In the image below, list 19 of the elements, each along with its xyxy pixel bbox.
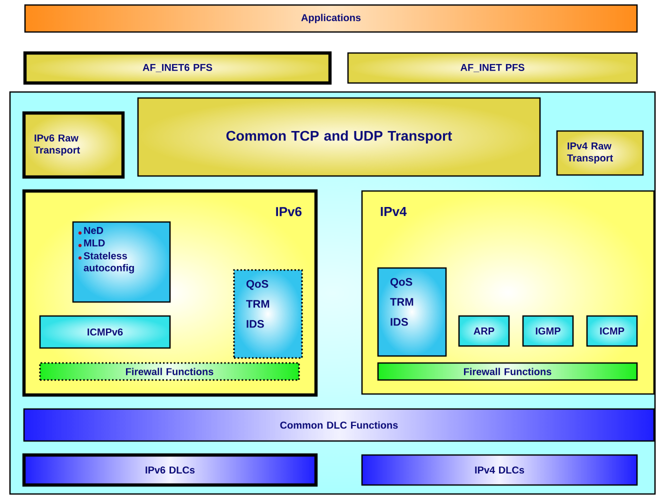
module-box: IPv6 Raw Transport	[22, 111, 125, 179]
feature-box: QoS TRM IDS	[233, 269, 303, 359]
layer-bar: AF_INET PFS	[347, 52, 638, 84]
module-box: ARP	[458, 315, 510, 347]
feature-box: QoS TRM IDS	[377, 267, 447, 357]
layer-bar: Applications	[24, 4, 638, 33]
dlc-bar: Common DLC Functions	[23, 408, 655, 442]
dlc-bar: IPv4 DLCs	[361, 454, 638, 486]
dlc-bar: IPv6 DLCs	[22, 453, 318, 487]
firewall-bar: Firewall Functions	[39, 362, 300, 381]
panel-background	[9, 91, 656, 495]
module-box: ICMPv6	[39, 315, 171, 349]
module-box: IGMP	[522, 315, 574, 347]
module-box: ICMP	[586, 315, 638, 347]
module-box: IPv4 Raw Transport	[556, 130, 644, 176]
firewall-bar: Firewall Functions	[377, 362, 638, 381]
feature-list-box: NeD MLD Stateless autoconfig	[72, 221, 171, 303]
module-box: Common TCP and UDP Transport	[137, 97, 541, 177]
layer-bar: AF_INET6 PFS	[23, 51, 332, 85]
